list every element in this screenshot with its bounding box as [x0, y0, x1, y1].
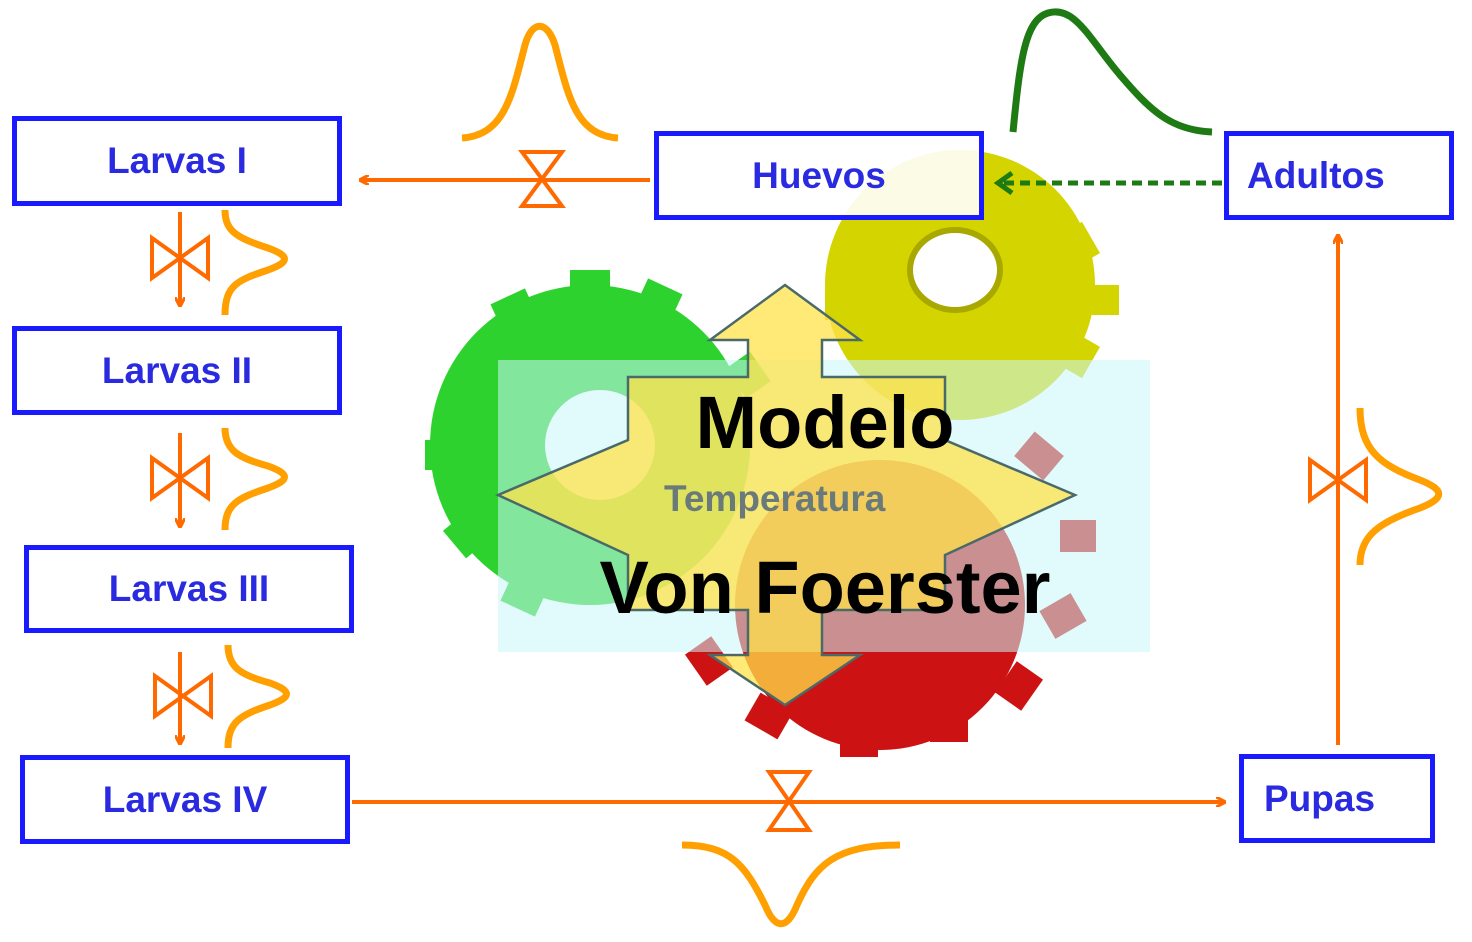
valve-icon [765, 770, 813, 832]
distribution-curve-l2 [221, 427, 288, 531]
adult-curve [1009, 8, 1213, 136]
stage-label: Larvas IV [102, 778, 268, 820]
stage-huevos: Huevos [654, 131, 984, 220]
stage-larvas-3: Larvas III [24, 545, 354, 633]
stage-label: Adultos [1247, 154, 1385, 196]
distribution-curve-l1 [221, 209, 288, 316]
stage-label: Larvas II [101, 349, 253, 391]
four-way-arrow-icon [494, 283, 1079, 707]
valve-icon [150, 454, 210, 502]
distribution-curve-right [1356, 407, 1443, 566]
stage-label: Pupas [1264, 777, 1376, 819]
model-title-line2: Von Foerster [599, 546, 1051, 629]
distribution-curve-top [461, 22, 619, 142]
stage-adultos: Adultos [1224, 131, 1454, 220]
model-title-line1: Modelo [695, 381, 955, 464]
distribution-curve-bottom [681, 841, 901, 928]
valve-icon [1308, 456, 1368, 504]
valve-icon [153, 672, 213, 720]
stage-larvas-2: Larvas II [12, 326, 342, 415]
stage-larvas-4: Larvas IV [20, 755, 350, 844]
valve-icon [518, 150, 566, 208]
stage-larvas-1: Larvas I [12, 116, 342, 206]
stage-label: Larvas I [107, 140, 247, 181]
stage-pupas: Pupas [1239, 754, 1435, 843]
flow-adultos-huevos-head [993, 170, 1014, 196]
distribution-curve-l3 [224, 644, 290, 749]
valve-icon [150, 234, 210, 282]
stage-label: Huevos [752, 154, 886, 196]
stage-label: Larvas III [108, 568, 270, 609]
variable-label: Temperatura [664, 478, 886, 519]
